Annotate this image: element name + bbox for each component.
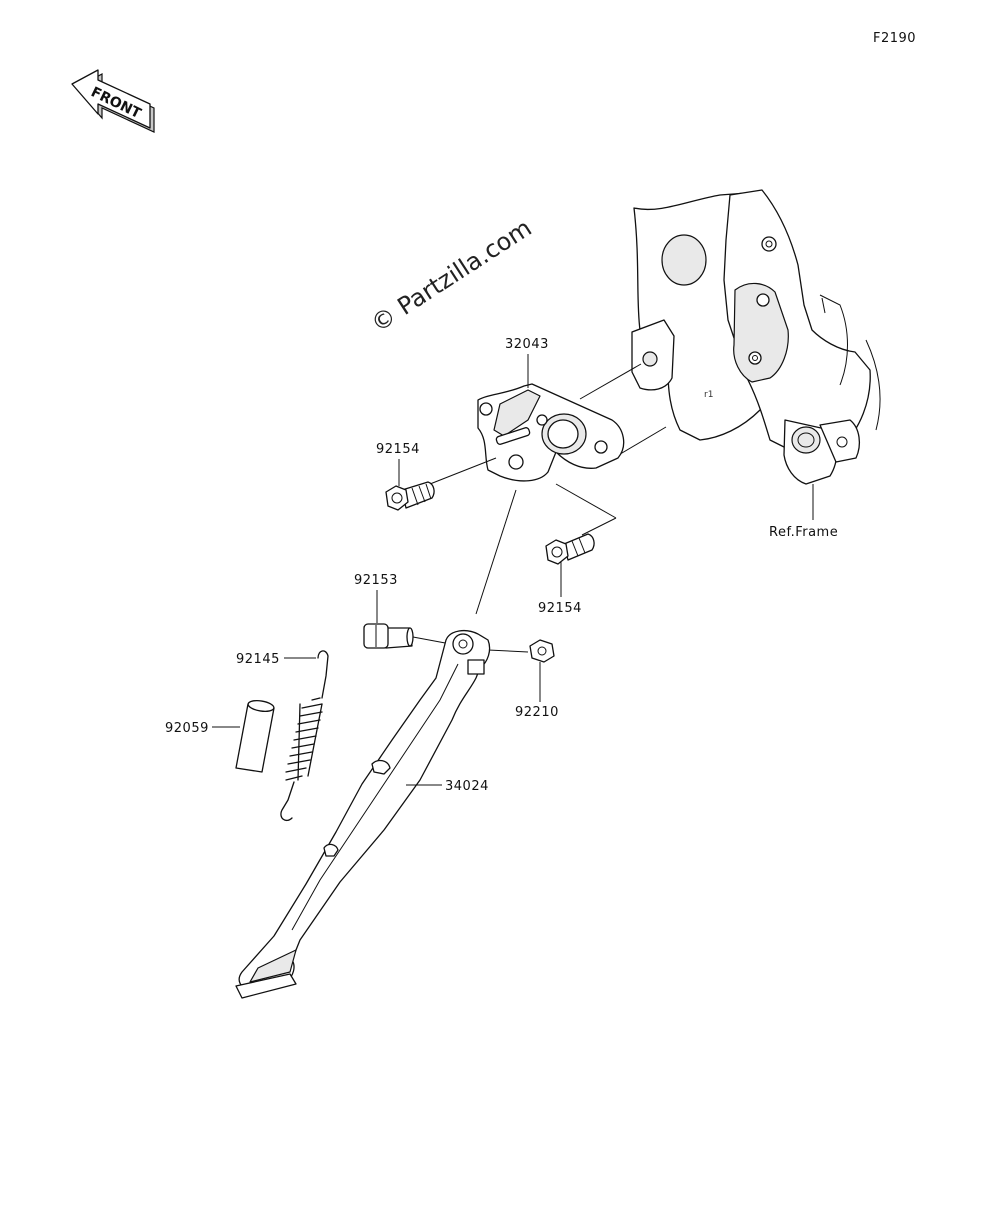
nut-92210 — [487, 639, 555, 663]
label-bolt-92154-lower: 92154 — [538, 601, 582, 616]
label-stand-34024: 34024 — [445, 779, 489, 794]
label-nut-92210: 92210 — [515, 705, 559, 720]
label-32043: 32043 — [505, 337, 549, 388]
label-34024: 34024 — [406, 779, 489, 794]
label-92145: 92145 — [236, 652, 316, 667]
pivot-bolt-92153 — [363, 623, 457, 649]
label-bolt-92154-upper: 92154 — [376, 442, 420, 457]
ref-frame-label: Ref.Frame — [769, 525, 838, 540]
label-bracket-32043: 32043 — [505, 337, 549, 352]
label-92154-lower: 92154 — [538, 562, 582, 616]
watermark: © Partzilla.com — [366, 214, 537, 338]
frame-drawing: r1 — [631, 189, 881, 485]
svg-text:r1: r1 — [704, 390, 713, 400]
bracket-32043 — [477, 383, 625, 482]
label-pivot-bolt-92153: 92153 — [354, 573, 398, 588]
bolt-92154-lower — [545, 533, 595, 565]
figure-code: F2190 — [873, 31, 916, 46]
bolt-92154-upper — [385, 457, 497, 511]
label-ref-frame: Ref.Frame — [769, 484, 838, 540]
label-spring-92145: 92145 — [236, 652, 280, 667]
label-92154-upper: 92154 — [376, 442, 420, 486]
spring-92145 — [280, 650, 329, 822]
sleeve-92059 — [235, 700, 275, 773]
label-92059: 92059 — [165, 721, 240, 736]
side-stand-34024 — [235, 489, 517, 999]
label-sleeve-92059: 92059 — [165, 721, 209, 736]
front-arrow-icon: FRONT — [71, 69, 155, 133]
label-92153: 92153 — [354, 573, 398, 623]
label-92210: 92210 — [515, 662, 559, 720]
